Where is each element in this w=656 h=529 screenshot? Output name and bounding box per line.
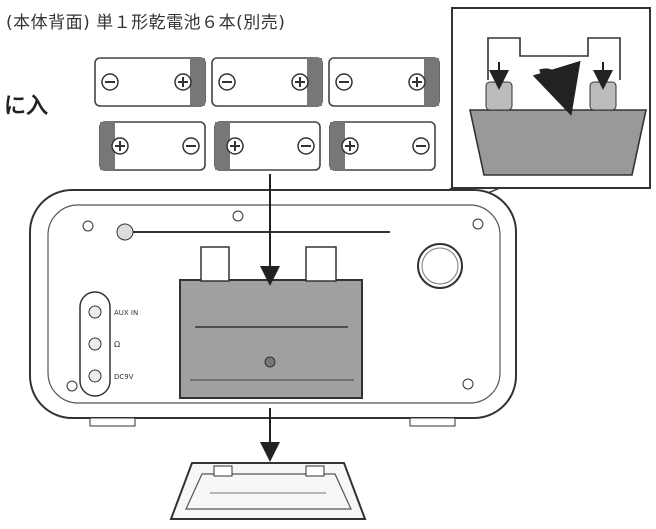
battery-4 [99, 121, 206, 171]
battery-cover [169, 462, 367, 520]
battery-3 [328, 57, 440, 107]
detail-inset [451, 7, 651, 189]
jack-label-dc: DC9V [114, 373, 134, 381]
jack-label-headphone: Ω [114, 340, 120, 349]
diagram-caption: (本体背面) 単１形乾電池６本(別売) [6, 13, 286, 33]
battery-row-bottom [99, 121, 436, 171]
battery-1 [94, 57, 206, 107]
radio-back [29, 189, 517, 427]
jack-label-aux: AUX IN [114, 309, 138, 317]
side-label: に入 [4, 94, 49, 119]
battery-row-top [94, 57, 440, 107]
battery-2 [211, 57, 323, 107]
battery-5 [214, 121, 321, 171]
battery-6 [329, 121, 436, 171]
